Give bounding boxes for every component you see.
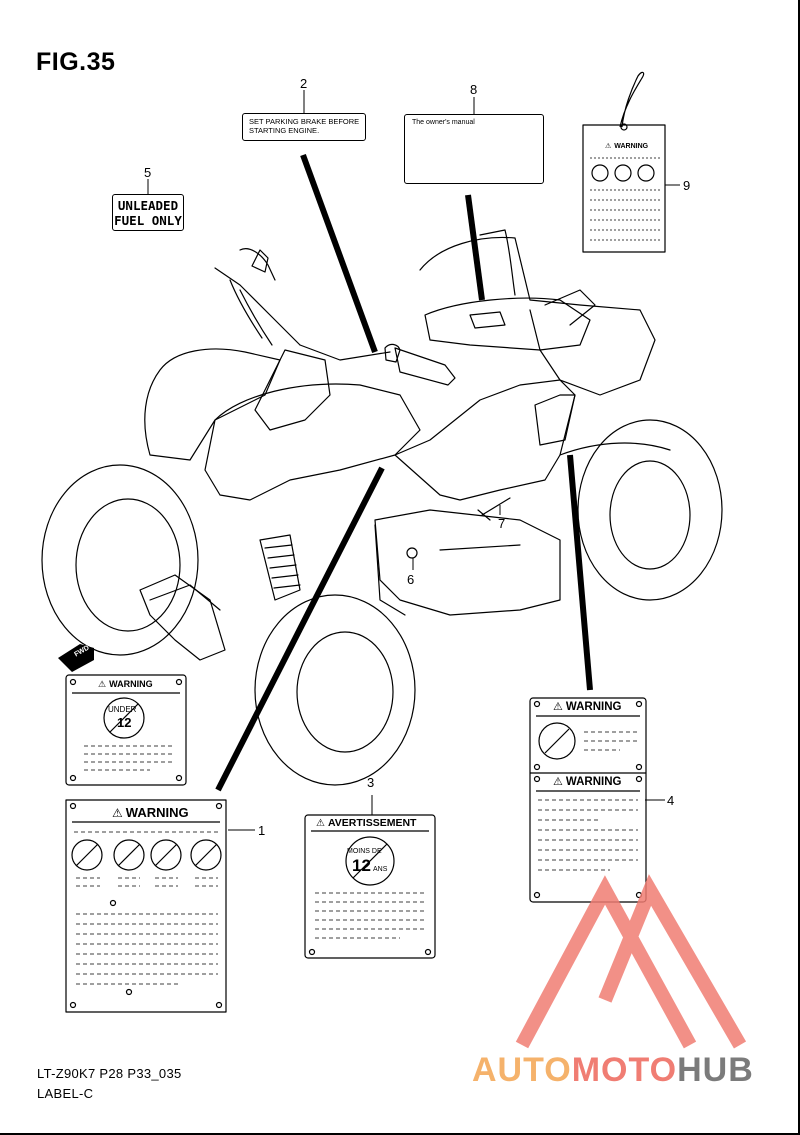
warning-triangle-icon: ⚠ xyxy=(553,776,563,788)
label4-top-warning-header: ⚠WARNING xyxy=(553,701,622,713)
watermark-part-moto: MOTO xyxy=(571,1051,678,1089)
owners-manual-label: The owner's manual xyxy=(404,114,544,184)
callout-4: 4 xyxy=(667,793,675,808)
warning-triangle-icon: ⚠ xyxy=(112,806,123,820)
unleaded-line2: FUEL ONLY xyxy=(114,213,182,228)
callout-5: 5 xyxy=(144,165,152,180)
parking-brake-line2: STARTING ENGINE. xyxy=(249,126,320,135)
parking-brake-label: SET PARKING BRAKE BEFORE STARTING ENGINE… xyxy=(242,113,366,141)
tag-warning-header: ⚠WARNING xyxy=(605,143,649,150)
callout-2: 2 xyxy=(300,76,308,91)
moins-de-seal-number: 12 xyxy=(352,856,371,875)
label4-bottom-warning-header: ⚠WARNING xyxy=(553,776,622,788)
watermark-text: AUTOMOTOHUB xyxy=(472,1051,754,1090)
watermark-logo xyxy=(515,874,747,1049)
under-seal-line2: 12 xyxy=(117,715,132,730)
warning-triangle-icon: ⚠ xyxy=(605,143,612,150)
label1-bottom-warning-header: ⚠WARNING xyxy=(112,805,189,820)
moins-de-seal-suffix: ANS xyxy=(373,866,388,873)
label1-top-warning-header: ⚠WARNING xyxy=(98,679,153,689)
callout-7: 7 xyxy=(498,516,506,531)
callout-9: 9 xyxy=(683,178,691,193)
figure-code: LT-Z90K7 P28 P33_035 xyxy=(37,1066,182,1081)
owners-manual-text: The owner's manual xyxy=(412,119,475,126)
moins-de-seal-line1: MOINS DE xyxy=(347,848,382,855)
label3-avertissement-header: ⚠AVERTISSEMENT xyxy=(316,817,417,829)
unleaded-fuel-label: UNLEADED FUEL ONLY xyxy=(112,194,184,231)
callout-8: 8 xyxy=(470,82,478,97)
under-seal-line1: UNDER xyxy=(108,705,137,714)
warning-triangle-icon: ⚠ xyxy=(98,679,107,689)
callout-1: 1 xyxy=(258,823,266,838)
parking-brake-line1: SET PARKING BRAKE BEFORE xyxy=(249,117,360,126)
fwd-arrow-icon xyxy=(58,644,94,672)
figure-title: FIG.35 xyxy=(36,48,116,76)
warning-triangle-icon: ⚠ xyxy=(316,818,325,829)
callout-3: 3 xyxy=(367,775,375,790)
warning-triangle-icon: ⚠ xyxy=(553,701,563,713)
watermark-part-auto: AUTO xyxy=(472,1051,572,1089)
watermark-part-hub: HUB xyxy=(677,1051,754,1089)
unleaded-line1: UNLEADED xyxy=(117,198,179,213)
callout-6: 6 xyxy=(407,572,415,587)
figure-name: LABEL-C xyxy=(37,1086,94,1101)
